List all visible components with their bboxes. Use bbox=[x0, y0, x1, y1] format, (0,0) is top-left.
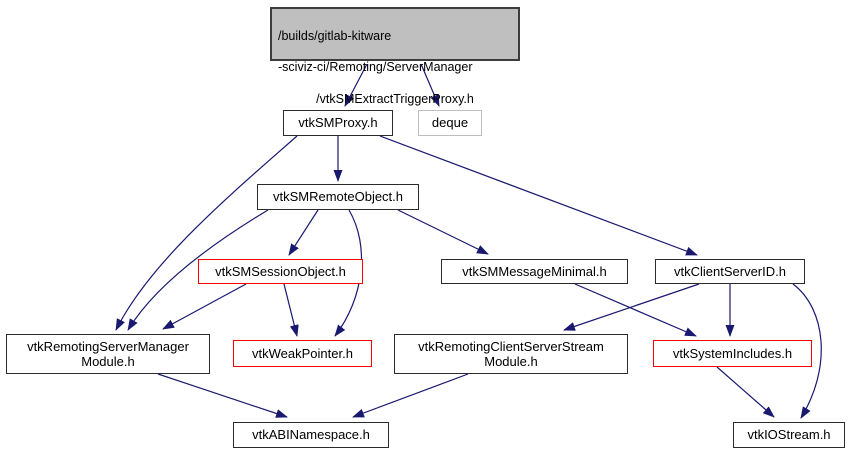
edge-vtkSMSessionObject-h-to-vtkRemotingServerManagerModule-h bbox=[162, 283, 247, 330]
current-file-path-line: -sciviz-ci/Remoting/ServerManager bbox=[278, 60, 473, 74]
edge-vtkSMRemoteObject-h-to-vtkSMSessionObject-h bbox=[288, 209, 319, 256]
graph-node-vtksmsessionobject[interactable]: vtkSMSessionObject.h bbox=[198, 259, 363, 284]
graph-node-vtkremotingclientserverstreammodule[interactable]: vtkRemotingClientServerStream Module.h bbox=[394, 334, 628, 374]
graph-node-vtksmproxy[interactable]: vtkSMProxy.h bbox=[283, 110, 393, 136]
current-file-path-line: /builds/gitlab-kitware bbox=[278, 28, 392, 43]
graph-node-vtksystemincludes[interactable]: vtkSystemIncludes.h bbox=[653, 340, 812, 367]
graph-node-deque: deque bbox=[418, 110, 482, 136]
graph-node-vtkclientserverid[interactable]: vtkClientServerID.h bbox=[655, 259, 805, 284]
edge-vtkRemotingClientServerStreamModule-h-to-vtkABINamespace-h bbox=[352, 373, 469, 418]
graph-node-current-file: /builds/gitlab-kitware -sciviz-ci/Remoti… bbox=[270, 7, 520, 106]
edge-main-to-deque bbox=[420, 63, 440, 107]
edge-vtkSMSessionObject-h-to-vtkWeakPointer-h bbox=[283, 283, 299, 337]
edge-vtkRemotingServerManagerModule-h-to-vtkABINamespace-h bbox=[157, 373, 288, 418]
graph-node-vtksmmessageminimal[interactable]: vtkSMMessageMinimal.h bbox=[441, 259, 628, 284]
edge-vtkClientServerID-h-to-vtkRemotingClientServerStreamModule-h bbox=[563, 283, 700, 331]
graph-node-vtksmremoteobject[interactable]: vtkSMRemoteObject.h bbox=[257, 184, 419, 210]
edge-vtkSMProxy-h-to-vtkRemotingServerManagerModule-h bbox=[115, 135, 298, 331]
edge-vtkClientServerID-h-to-vtkIOStream-h bbox=[792, 283, 822, 419]
edge-vtkSMRemoteObject-h-to-vtkRemotingServerManagerModule-h bbox=[127, 209, 269, 331]
graph-node-vtkabinamespace[interactable]: vtkABINamespace.h bbox=[233, 422, 389, 448]
graph-node-vtkweakpointer[interactable]: vtkWeakPointer.h bbox=[233, 340, 372, 367]
edge-vtkSystemIncludes-h-to-vtkIOStream-h bbox=[716, 366, 775, 418]
edge-vtkSMProxy-h-to-vtkClientServerID-h bbox=[379, 135, 698, 256]
current-file-path-line: /vtkSMExtractTriggerProxy.h bbox=[316, 91, 474, 106]
graph-node-vtkremotingservermanagermodule[interactable]: vtkRemotingServerManager Module.h bbox=[6, 334, 210, 374]
edge-vtkSMMessageMinimal-h-to-vtkSystemIncludes-h bbox=[574, 283, 697, 337]
edge-vtkSMRemoteObject-h-to-vtkSMMessageMinimal-h bbox=[397, 209, 489, 255]
edge-main-to-vtkSMProxy-h bbox=[344, 63, 368, 107]
graph-node-vtkiostream[interactable]: vtkIOStream.h bbox=[733, 422, 845, 448]
